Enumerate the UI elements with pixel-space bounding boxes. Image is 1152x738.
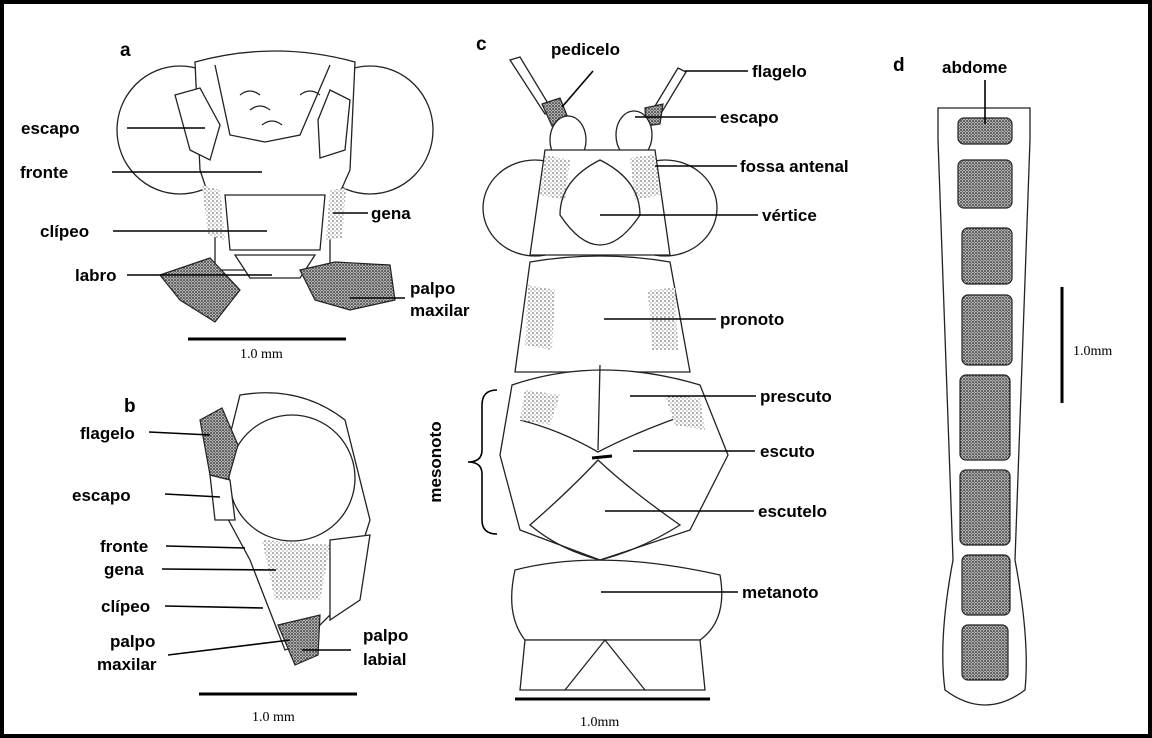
label-a-clipeo: clípeo (40, 222, 89, 241)
label-a-maxilar: maxilar (410, 301, 470, 320)
label-c-escuto: escuto (760, 442, 815, 461)
label-b-palpo-maxilar-2: maxilar (97, 655, 157, 674)
label-a-escapo: escapo (21, 119, 80, 138)
pronotum-left-stipple (525, 285, 555, 350)
metanotum (512, 560, 722, 640)
label-c-vertice: vértice (762, 206, 817, 225)
panel-letter-d: d (893, 55, 905, 76)
label-c-escapo: escapo (720, 108, 779, 127)
label-b-flagelo: flagelo (80, 424, 135, 443)
clypeus (225, 195, 325, 250)
label-b-fronte: fronte (100, 537, 148, 556)
label-b-palpo-maxilar-1: palpo (110, 632, 155, 651)
label-a-fronte: fronte (20, 163, 68, 182)
panel-letter-c: c (476, 34, 487, 55)
label-a-labro: labro (75, 266, 117, 285)
label-c-pedicelo: pedicelo (551, 40, 620, 59)
label-a-gena: gena (371, 204, 411, 223)
label-c-flagelo: flagelo (752, 62, 807, 81)
label-b-palpo-labial-1: palpo (363, 626, 408, 645)
left-antennal-fossa (540, 155, 570, 200)
label-c-prescuto: prescuto (760, 387, 832, 406)
tergite-8 (962, 625, 1008, 680)
propodeum (520, 640, 705, 690)
panel-letter-a: a (120, 40, 131, 61)
label-d-abdome: abdome (942, 58, 1007, 77)
tergite-4 (962, 295, 1012, 365)
tergite-7 (962, 555, 1010, 615)
label-c-fossa-antenal: fossa antenal (740, 157, 849, 176)
label-b-clipeo: clípeo (101, 597, 150, 616)
scale-label-a: 1.0 mm (240, 347, 283, 362)
tergite-6 (960, 470, 1010, 545)
label-c-escutelo: escutelo (758, 502, 827, 521)
label-b-gena: gena (104, 560, 144, 579)
compound-eye-lateral (229, 415, 355, 541)
label-c-metanoto: metanoto (742, 583, 819, 602)
scale-label-c: 1.0mm (580, 715, 619, 730)
scale-label-d: 1.0mm (1073, 344, 1112, 359)
scale-label-b: 1.0 mm (252, 710, 295, 725)
panel-letter-b: b (124, 396, 136, 417)
label-c-mesonoto: mesonoto (426, 421, 445, 502)
label-c-pronoto: pronoto (720, 310, 784, 329)
right-antennal-fossa (630, 154, 660, 200)
tergite-5 (960, 375, 1010, 460)
tergite-3 (962, 228, 1012, 284)
tergite-2 (958, 160, 1012, 208)
label-a-palpo: palpo (410, 279, 455, 298)
panel-d-drawing (938, 108, 1030, 705)
scutum-mark (592, 456, 612, 458)
label-b-palpo-labial-2: labial (363, 650, 406, 669)
label-b-escapo: escapo (72, 486, 131, 505)
